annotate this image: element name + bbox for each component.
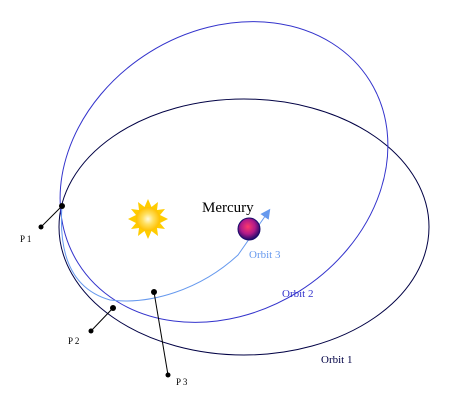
- mercury-label: Mercury: [202, 200, 254, 216]
- point-p1: [38, 203, 65, 230]
- point-p3: [151, 289, 171, 378]
- orbit-3-arc: [60, 205, 271, 302]
- p3-label: P 3: [176, 377, 188, 387]
- orbit-3-label: Orbit 3: [249, 249, 281, 261]
- p1-label: P 1: [20, 234, 31, 244]
- orbit-2-ellipse: [59, 21, 389, 323]
- sun-icon: [128, 199, 168, 239]
- orbit-1-ellipse: [58, 98, 430, 356]
- mercury-planet: [237, 217, 261, 241]
- p2-label: P 2: [68, 336, 79, 346]
- point-p2: [88, 305, 116, 334]
- orbit-2-label: Orbit 2: [282, 288, 313, 300]
- orbit-1-label: Orbit 1: [321, 354, 352, 366]
